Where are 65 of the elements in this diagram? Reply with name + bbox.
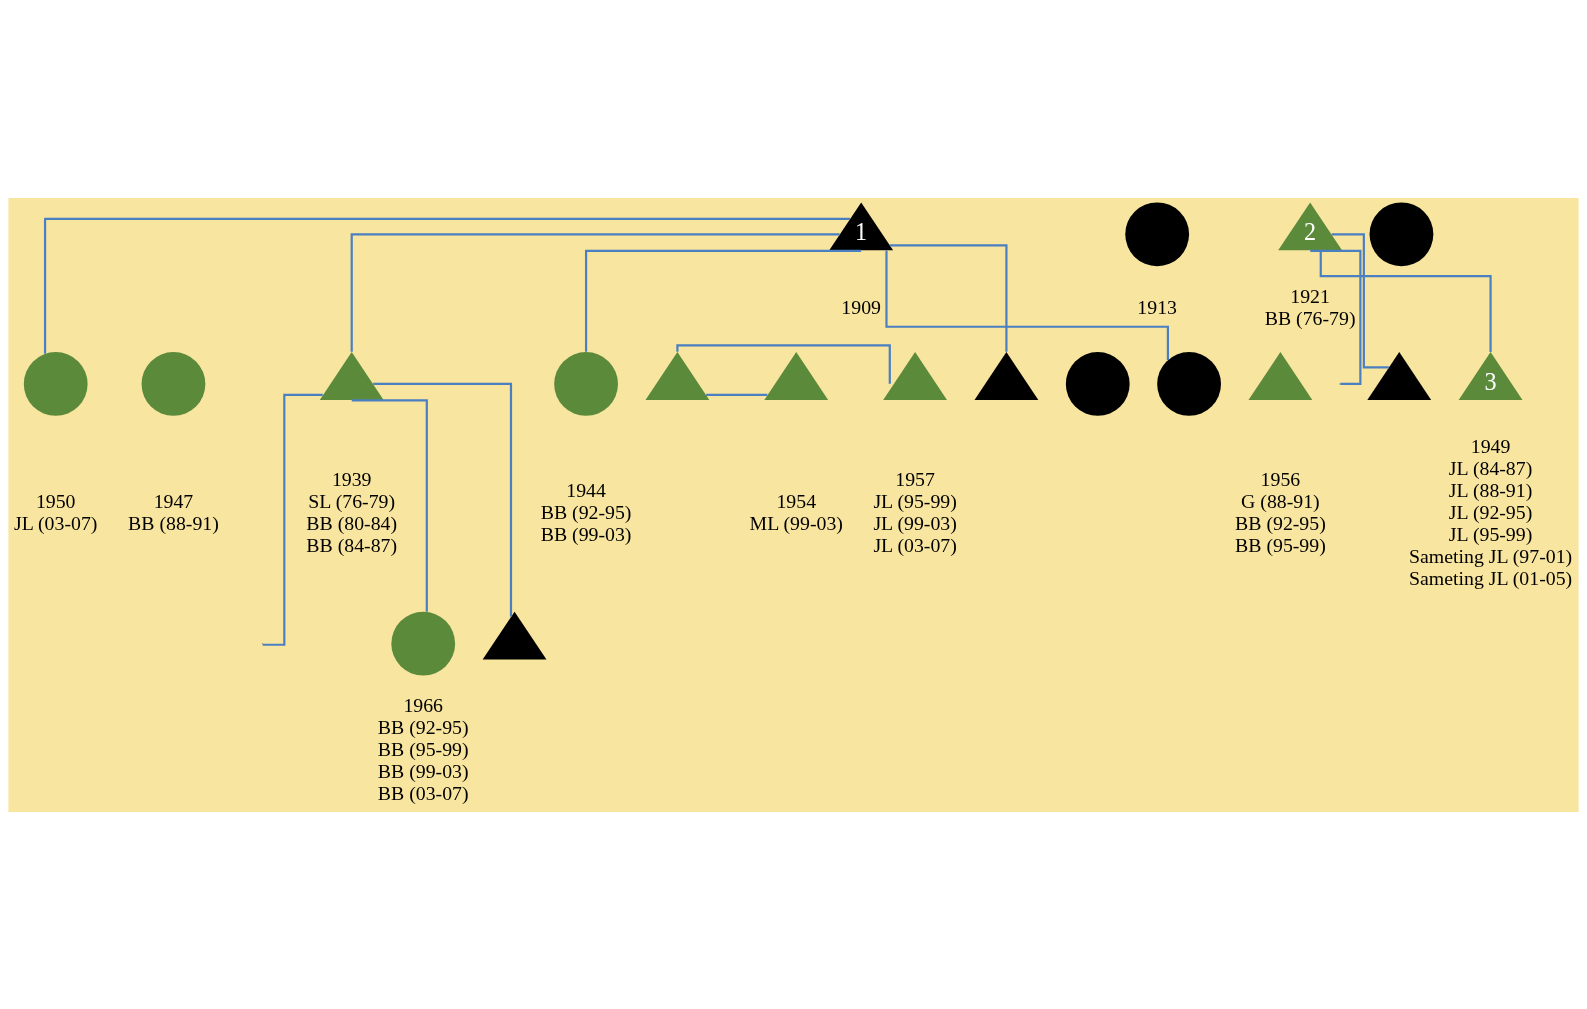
node-triangle bbox=[482, 611, 547, 660]
node-circle bbox=[391, 611, 456, 676]
node-label: SL (76-79) bbox=[308, 489, 396, 512]
node-label: JL (84-87) bbox=[1448, 456, 1533, 479]
node-label: Sameting JL (97-01) bbox=[1409, 544, 1573, 567]
node-triangle bbox=[764, 351, 829, 400]
node-triangle bbox=[319, 351, 384, 400]
node-label: 1949 bbox=[1470, 434, 1511, 457]
connector bbox=[43, 217, 850, 354]
node-label: 1954 bbox=[776, 489, 817, 512]
node-circle bbox=[554, 351, 618, 416]
node-circle bbox=[1065, 351, 1130, 416]
connector bbox=[676, 343, 891, 384]
node-label: 1913 bbox=[1137, 295, 1177, 318]
connector bbox=[585, 249, 862, 352]
node-circle bbox=[23, 351, 88, 416]
node-triangle bbox=[1248, 351, 1313, 400]
node-label: BB (95-99) bbox=[377, 737, 469, 760]
connector bbox=[889, 243, 1008, 352]
node-triangle bbox=[1367, 351, 1432, 400]
node-triangle bbox=[645, 351, 710, 400]
node-label: 1950 bbox=[35, 489, 76, 512]
node-label: JL (88-91) bbox=[1448, 478, 1533, 501]
node-label: 1921 bbox=[1290, 284, 1330, 307]
node-label: 1909 bbox=[841, 295, 881, 318]
node-label: JL (99-03) bbox=[873, 511, 957, 534]
connector bbox=[885, 249, 1169, 360]
node-label: BB (03-07) bbox=[377, 781, 469, 804]
node-label: JL (92-95) bbox=[1448, 500, 1533, 523]
node-label: BB (88-91) bbox=[128, 511, 219, 534]
node-label: 1957 bbox=[895, 467, 935, 490]
node-label: G (88-91) bbox=[1241, 489, 1320, 512]
node-label: ML (99-03) bbox=[749, 511, 843, 534]
node-label: BB (92-95) bbox=[540, 500, 632, 523]
node-label: Sameting JL (01-05) bbox=[1409, 566, 1573, 589]
connector bbox=[262, 393, 323, 646]
connector bbox=[373, 382, 513, 617]
connector bbox=[1331, 232, 1389, 369]
node-label: 1947 bbox=[153, 489, 194, 512]
connector bbox=[1319, 249, 1492, 352]
node-triangle bbox=[883, 351, 947, 400]
node-circle bbox=[141, 351, 206, 416]
node-label: 1939 bbox=[331, 467, 372, 490]
node-label: BB (80-84) bbox=[306, 511, 398, 534]
connector bbox=[350, 232, 840, 352]
node-label: BB (99-03) bbox=[540, 522, 632, 545]
node-label: BB (99-03) bbox=[377, 759, 469, 782]
node-circle bbox=[1125, 201, 1190, 266]
node-label: BB (92-95) bbox=[377, 715, 469, 738]
connector bbox=[706, 393, 768, 396]
node-label: BB (76-79) bbox=[1264, 306, 1356, 329]
node-label: 1944 bbox=[566, 478, 606, 501]
node-label: JL (95-99) bbox=[873, 489, 957, 512]
connector bbox=[351, 398, 428, 612]
node-label: JL (03-07) bbox=[873, 533, 957, 556]
node-label: JL (03-07) bbox=[14, 511, 98, 534]
node-circle bbox=[1157, 351, 1221, 416]
node-label: 1966 bbox=[403, 693, 444, 716]
node-triangle bbox=[974, 351, 1039, 400]
node-label: BB (95-99) bbox=[1235, 533, 1326, 556]
node-circle bbox=[1369, 201, 1434, 266]
node-label: JL (95-99) bbox=[1448, 522, 1533, 545]
node-label: 1956 bbox=[1260, 467, 1301, 490]
node-label: BB (84-87) bbox=[306, 533, 398, 556]
node-label: BB (92-95) bbox=[1235, 511, 1326, 534]
